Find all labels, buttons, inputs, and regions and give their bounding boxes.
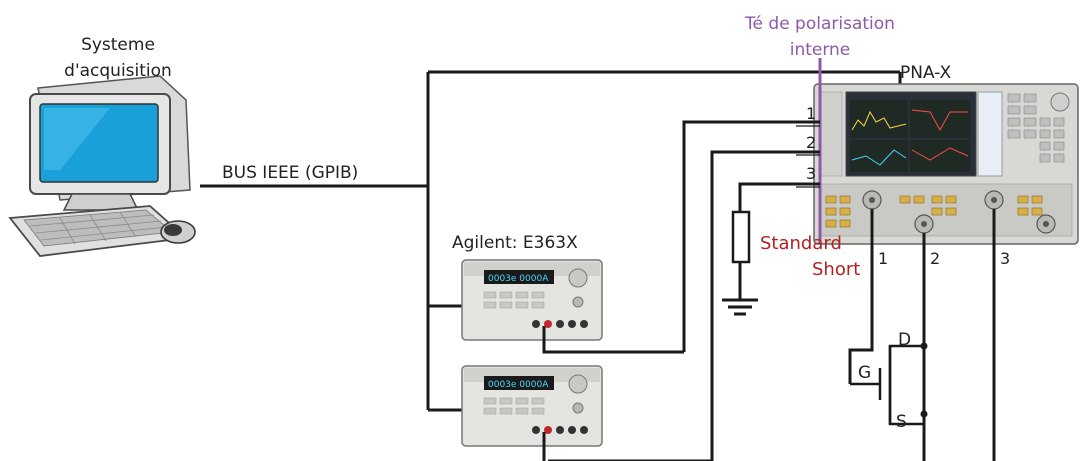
pna-port-1-label: 1 [878,249,888,268]
gpib-bus-label: BUS IEEE (GPIB) [222,163,358,183]
power-supply-icon: 0003e 0000A [461,259,603,341]
pna-x-label: PNA-X [900,63,952,83]
supply-output-wires [542,326,712,461]
bias-tee-label-line2: interne [790,40,851,60]
acquisition-system-label-line2: d'acquisition [64,61,172,81]
ground-icon [722,298,758,316]
power-supply-icon: 0003e 0000A [461,365,603,447]
standard-short-label-line2: Short [812,259,860,280]
bias-port-1-label: 1 [806,104,816,123]
drain-node [920,342,928,350]
gate-label: G [858,363,871,383]
computer-icon [8,75,196,257]
power-supply-label: Agilent: E363X [452,233,578,253]
drain-label: D [898,330,911,350]
bias-port-3-label: 3 [806,164,816,183]
network-analyzer-icon [813,83,1079,245]
source-label: S [896,412,907,432]
bias-port-2-label: 2 [806,133,816,152]
bias-tee-input-wires [682,120,820,461]
source-node [920,410,928,418]
psu2-display: 0003e 0000A [488,380,549,390]
bias-tee-label-line1: Té de polarisation [744,14,895,34]
psu1-display: 0003e 0000A [488,274,549,284]
pna-port-2-label: 2 [930,249,940,268]
acquisition-system-label-line1: Systeme [81,35,155,55]
pna-port-3-label: 3 [1000,249,1010,268]
resistor-icon [731,210,751,300]
fet-transistor-icon [850,344,924,426]
standard-short-label-line1: Standard [760,233,842,254]
